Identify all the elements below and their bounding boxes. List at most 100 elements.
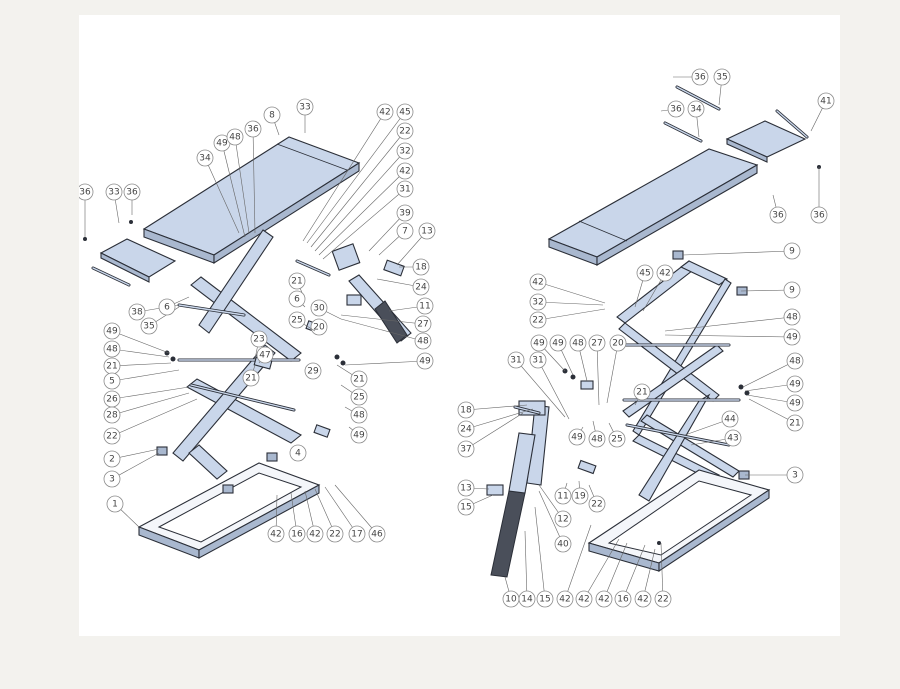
left-callout-circle (106, 495, 124, 513)
right-callout-number: 41 (820, 97, 831, 107)
left-leader-line (111, 330, 170, 354)
left-callout-circle (250, 330, 268, 348)
right-callout-circle (691, 68, 709, 86)
left-callout-number: 48 (106, 345, 118, 355)
left-callout-number: 42 (399, 167, 410, 177)
left-callout-circle (103, 470, 121, 488)
left-callout-circle (376, 103, 394, 121)
right-callout-number: 34 (690, 105, 702, 115)
right-callout-circle (769, 206, 787, 224)
left-callout-number: 48 (229, 133, 241, 143)
left-callout-circle (412, 258, 430, 276)
left-callout-number: 21 (353, 375, 364, 385)
left-leader-line (111, 452, 160, 480)
left-callout-number: 36 (126, 188, 138, 198)
right-callout-circle (457, 401, 475, 419)
left-callout-number: 26 (106, 395, 118, 405)
right-leader-line (740, 289, 793, 292)
right-callout-number: 22 (657, 595, 668, 605)
left-callout-number: 48 (353, 411, 365, 421)
left-callout-circle (103, 340, 121, 358)
right-callout-number: 49 (571, 433, 583, 443)
right-callout-number: 12 (557, 515, 568, 525)
right-leader-line (515, 359, 566, 418)
left-leader-line (111, 348, 170, 358)
right-callout-number: 31 (532, 356, 543, 366)
right-callout-number: 49 (786, 333, 798, 343)
right-callout-number: 42 (559, 595, 570, 605)
left-leader-line (111, 369, 180, 382)
right-leader-line (606, 342, 619, 404)
right-callout-circle (457, 498, 475, 516)
left-scissor-arm-3 (186, 378, 302, 444)
right-callout-circle (588, 334, 606, 352)
left-callout-circle (396, 142, 414, 160)
right-callout-circle (608, 430, 626, 448)
right-callout-circle (810, 206, 828, 224)
left-callout-circle (123, 183, 141, 201)
left-callout-circle (79, 183, 94, 201)
right-callout-circle (786, 394, 804, 412)
left-callout-circle (306, 525, 324, 543)
left-callout-circle (326, 525, 344, 543)
left-callout-circle (196, 149, 214, 167)
left-callout-number: 28 (106, 411, 118, 421)
left-callout-circle (350, 406, 368, 424)
left-callout-circle (288, 311, 306, 329)
right-callout-number: 42 (598, 595, 609, 605)
right-callout-number: 49 (552, 339, 564, 349)
right-leader-line (534, 506, 546, 600)
right-callout-circle (614, 590, 632, 608)
left-callout-number: 24 (415, 283, 427, 293)
right-callout-circle (588, 495, 606, 513)
right-platform-plate (547, 148, 759, 258)
left-callout-circle (103, 322, 121, 340)
left-leader-line (340, 314, 424, 325)
left-leader-line (111, 386, 190, 400)
right-callout-circle (575, 590, 593, 608)
right-callout-circle (667, 100, 685, 118)
right-leader-line (603, 542, 628, 600)
left-callout-circle (396, 122, 414, 140)
right-callout-circle (556, 590, 574, 608)
right-callout-circle (569, 334, 587, 352)
right-upper-frame (616, 260, 698, 324)
left-callout-number: 36 (79, 188, 91, 198)
left-callout-number: 1 (112, 500, 118, 510)
right-leader-line (622, 544, 646, 600)
right-assembly (486, 85, 821, 578)
right-callout-circle (529, 351, 547, 369)
left-callout-circle (103, 372, 121, 390)
right-leader-line (583, 538, 620, 600)
left-leader-line (111, 392, 190, 416)
right-callout-number: 32 (532, 298, 543, 308)
right-leader-line (465, 412, 524, 450)
left-callout-number: 22 (329, 530, 340, 540)
right-leader-line (664, 334, 793, 338)
left-callout-number: 22 (399, 127, 410, 137)
right-callout-number: 49 (533, 339, 545, 349)
right-callout-circle (554, 510, 572, 528)
right-leader-line (748, 398, 796, 424)
left-callout-circle (103, 406, 121, 424)
right-callout-circle (654, 590, 672, 608)
left-callout-number: 49 (216, 139, 228, 149)
left-callout-circle (418, 222, 436, 240)
right-callout-circle (713, 68, 731, 86)
right-callout-number: 42 (578, 595, 589, 605)
right-callout-circle (636, 264, 654, 282)
left-leader-line (252, 128, 256, 234)
left-callout-number: 42 (379, 108, 390, 118)
left-leader-line (111, 362, 172, 367)
right-callout-circle (687, 100, 705, 118)
right-callout-circle (554, 487, 572, 505)
left-callout-number: 49 (353, 431, 365, 441)
left-callout-circle (310, 299, 328, 317)
right-callout-circle (633, 383, 651, 401)
left-callout-circle (103, 450, 121, 468)
right-callout-circle (568, 428, 586, 446)
right-callout-circle (571, 487, 589, 505)
left-callout-circle (242, 369, 260, 387)
left-callout-circle (416, 352, 434, 370)
